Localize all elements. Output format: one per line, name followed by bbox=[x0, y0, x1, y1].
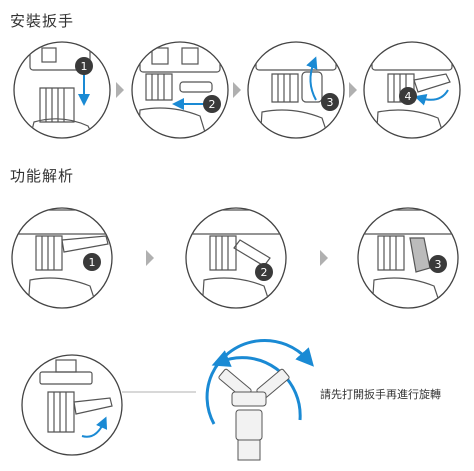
state-2-number: 2 bbox=[261, 266, 268, 279]
step-2-badge bbox=[203, 95, 221, 113]
chevron-right-icon bbox=[233, 82, 241, 98]
step-3-number: 3 bbox=[327, 96, 334, 109]
state-1-badge bbox=[83, 253, 101, 271]
install-step-2-panel: 2 bbox=[131, 41, 229, 139]
rotate-arc-arrow bbox=[211, 350, 302, 421]
step-3-badge bbox=[321, 93, 339, 111]
state-3-number: 3 bbox=[435, 258, 442, 271]
rotation-note: 請先打開扳手再進行旋轉 bbox=[320, 388, 441, 401]
step-2-number: 2 bbox=[209, 98, 216, 111]
rotation-range-diagram bbox=[205, 338, 314, 461]
function-state-3-panel: 3 bbox=[357, 207, 459, 309]
function-state-2-panel: 2 bbox=[185, 207, 287, 309]
install-section-title: 安裝扳手 bbox=[10, 12, 75, 30]
step-4-badge bbox=[399, 87, 417, 105]
step-4-number: 4 bbox=[405, 90, 412, 103]
step-1-badge bbox=[75, 57, 93, 75]
step-1-number: 1 bbox=[81, 60, 88, 73]
function-section-title: 功能解析 bbox=[10, 167, 75, 185]
rotation-detail-panel bbox=[21, 354, 123, 456]
chevron-right-icon bbox=[116, 82, 124, 98]
state-3-badge bbox=[429, 255, 447, 273]
state-2-badge bbox=[255, 263, 273, 281]
chevron-right-icon bbox=[349, 82, 357, 98]
chevron-right-icon bbox=[146, 250, 154, 266]
chevron-right-icon bbox=[320, 250, 328, 266]
install-step-1-panel: 1 bbox=[13, 41, 111, 139]
install-step-4-panel: 4 bbox=[363, 41, 461, 139]
install-step-3-panel: 3 bbox=[247, 41, 345, 139]
function-state-1-panel: 1 bbox=[11, 207, 113, 309]
state-1-number: 1 bbox=[89, 256, 96, 269]
